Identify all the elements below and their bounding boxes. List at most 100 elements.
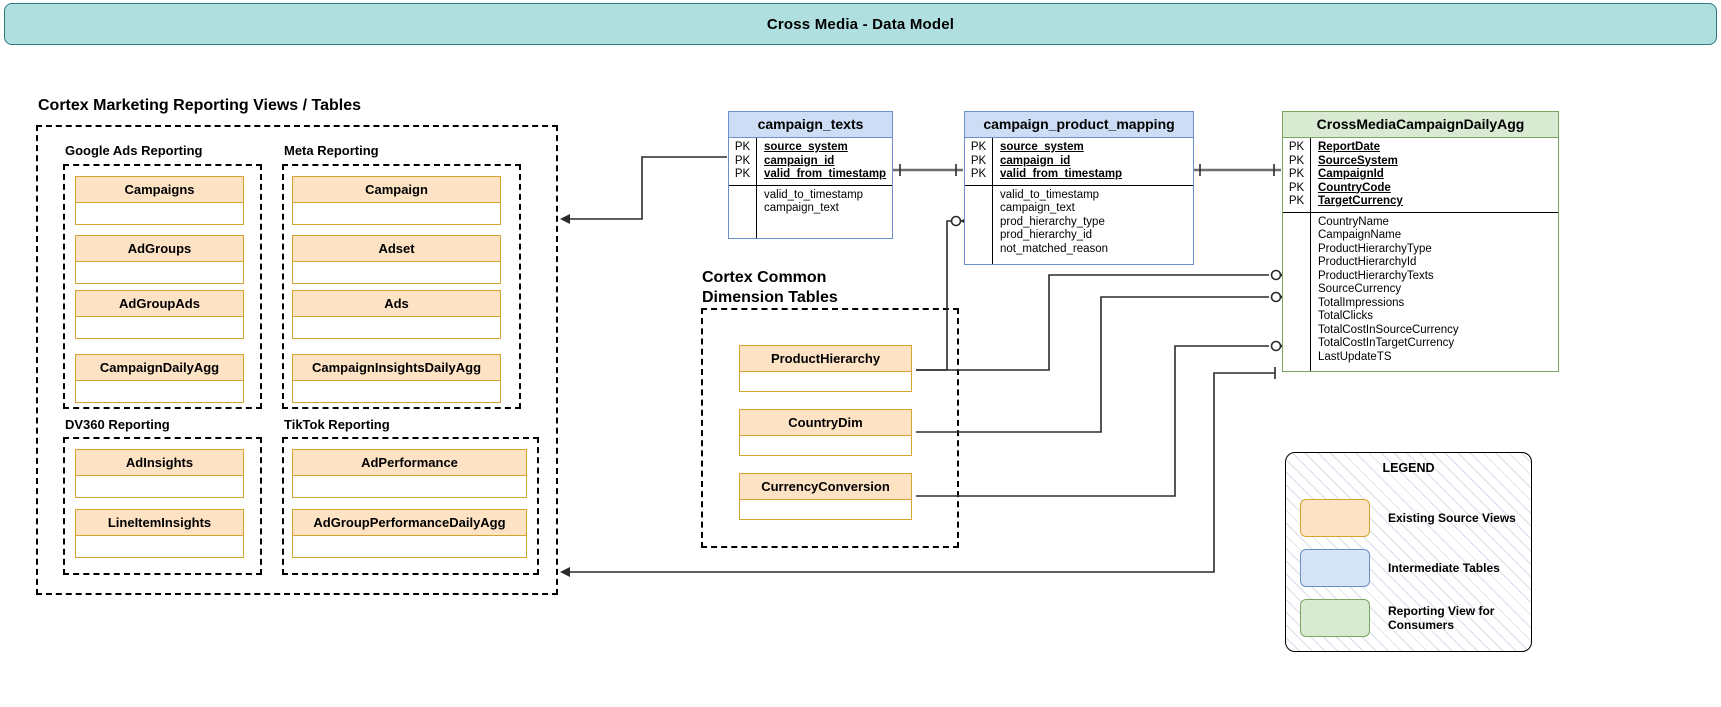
group-box-tiktok <box>282 437 539 575</box>
er-table-campaign-texts-name: campaign_texts <box>729 112 892 138</box>
attr-field: not_matched_reason <box>1000 242 1109 255</box>
pk-badge: PK <box>970 154 987 167</box>
er-table-campaign-product-mapping-attr-section: valid_to_timestamp campaign_text prod_hi… <box>965 185 1193 264</box>
pk-badge: PK <box>970 141 987 153</box>
er-table-campaign-product-mapping[interactable]: campaign_product_mapping PK PK PK source… <box>964 111 1194 265</box>
attr-field: SourceCurrency <box>1318 283 1402 295</box>
legend-swatch-orange <box>1300 499 1370 537</box>
pk-badge: PK <box>734 168 751 180</box>
reporting-views-container <box>36 125 558 595</box>
pk-field: source_system <box>764 141 848 153</box>
pk-badge: PK <box>1288 154 1305 167</box>
attr-field: prod_hierarchy_type <box>1000 215 1105 228</box>
legend-panel: LEGEND Existing Source Views Intermediat… <box>1285 452 1532 652</box>
entity-ads-title: Ads <box>293 291 500 317</box>
legend-label: Intermediate Tables <box>1388 561 1500 575</box>
entity-producthierarchy-title: ProductHierarchy <box>740 346 911 372</box>
attr-field: TotalCostInTargetCurrency <box>1318 337 1455 349</box>
attr-field-column: CountryName CampaignName ProductHierarch… <box>1311 213 1558 371</box>
pk-field: campaign_id <box>764 154 835 167</box>
attr-field: CountryName <box>1318 215 1389 228</box>
attr-field: valid_to_timestamp <box>764 188 864 201</box>
er-table-crossmedia-pk-section: PK PK PK PK PK ReportDate SourceSystem C… <box>1283 138 1558 213</box>
attr-field: TotalImpressions <box>1318 296 1405 309</box>
er-table-campaign-texts[interactable]: campaign_texts PK PK PK source_system ca… <box>728 111 893 239</box>
entity-campaigndailyagg-title: CampaignDailyAgg <box>76 355 243 381</box>
entity-adgroupads-title: AdGroupAds <box>76 291 243 317</box>
attr-field: ProductHierarchyTexts <box>1318 269 1434 282</box>
legend-swatch-blue <box>1300 549 1370 587</box>
pk-field: source_system <box>1000 141 1084 153</box>
pk-field: TargetCurrency <box>1318 195 1403 207</box>
legend-item-reporting-view: Reporting View for Consumers <box>1300 599 1494 637</box>
entity-campaign[interactable]: Campaign <box>292 176 501 225</box>
group-box-dv360 <box>63 437 262 575</box>
group-box-google-ads <box>63 164 262 409</box>
attr-field-column: valid_to_timestamp campaign_text prod_hi… <box>993 186 1193 264</box>
pk-field: SourceSystem <box>1318 154 1398 167</box>
legend-item-existing-source-views: Existing Source Views <box>1300 499 1516 537</box>
group-label-google-ads: Google Ads Reporting <box>65 143 203 158</box>
entity-campaigns-title: Campaigns <box>76 177 243 203</box>
attr-field: ProductHierarchyId <box>1318 256 1417 268</box>
legend-swatch-green <box>1300 599 1370 637</box>
group-label-meta: Meta Reporting <box>284 143 379 158</box>
attr-field: prod_hierarchy_id <box>1000 229 1093 241</box>
entity-countrydim[interactable]: CountryDim <box>739 409 912 456</box>
pk-badge: PK <box>970 168 987 180</box>
pk-badge: PK <box>734 141 751 153</box>
pk-badge: PK <box>1288 181 1305 194</box>
entity-adgroupads[interactable]: AdGroupAds <box>75 290 244 339</box>
er-table-crossmediacampaigndailyagg-name: CrossMediaCampaignDailyAgg <box>1283 112 1558 138</box>
attr-field: campaign_text <box>764 202 839 214</box>
attr-field: valid_to_timestamp <box>1000 188 1100 201</box>
er-table-campaign-product-mapping-name: campaign_product_mapping <box>965 112 1193 138</box>
entity-adinsights[interactable]: AdInsights <box>75 449 244 498</box>
entity-currencyconversion-title: CurrencyConversion <box>740 474 911 500</box>
legend-label: Existing Source Views <box>1388 511 1516 525</box>
entity-ads[interactable]: Ads <box>292 290 501 339</box>
pk-key-column: PK PK PK PK PK <box>1283 138 1311 212</box>
entity-adgroups-title: AdGroups <box>76 236 243 262</box>
er-table-crossmediacampaigndailyagg[interactable]: CrossMediaCampaignDailyAgg PK PK PK PK P… <box>1282 111 1559 372</box>
group-box-meta <box>282 164 521 409</box>
attr-field: campaign_text <box>1000 202 1075 214</box>
pk-field: valid_from_timestamp <box>1000 168 1123 180</box>
pk-field: CountryCode <box>1318 181 1391 194</box>
pk-field-column: source_system campaign_id valid_from_tim… <box>993 138 1193 185</box>
er-table-campaign-product-mapping-pk-section: PK PK PK source_system campaign_id valid… <box>965 138 1193 186</box>
entity-campaigninsightsdailyagg[interactable]: CampaignInsightsDailyAgg <box>292 354 501 403</box>
dimension-section-title: Cortex Common Dimension Tables <box>702 269 838 306</box>
attr-key-column <box>729 185 757 238</box>
entity-adgroupperformancedailyagg[interactable]: AdGroupPerformanceDailyAgg <box>292 509 527 558</box>
entity-currencyconversion[interactable]: CurrencyConversion <box>739 473 912 520</box>
pk-field-column: source_system campaign_id valid_from_tim… <box>757 138 892 185</box>
attr-field: LastUpdateTS <box>1318 350 1392 363</box>
attr-field-column: valid_to_timestamp campaign_text <box>757 186 892 238</box>
group-label-dv360: DV360 Reporting <box>65 417 170 432</box>
entity-producthierarchy[interactable]: ProductHierarchy <box>739 345 912 392</box>
entity-adgroups[interactable]: AdGroups <box>75 235 244 284</box>
entity-adset[interactable]: Adset <box>292 235 501 284</box>
legend-label: Reporting View for Consumers <box>1388 604 1495 632</box>
entity-campaigns[interactable]: Campaigns <box>75 176 244 225</box>
entity-adinsights-title: AdInsights <box>76 450 243 476</box>
er-table-campaign-texts-pk-section: PK PK PK source_system campaign_id valid… <box>729 138 892 186</box>
diagram-title: Cross Media - Data Model <box>766 15 955 33</box>
pk-key-column: PK PK PK <box>729 138 757 185</box>
diagram-title-banner: Cross Media - Data Model <box>4 3 1717 45</box>
entity-lineiteminsights[interactable]: LineItemInsights <box>75 509 244 558</box>
group-label-tiktok: TikTok Reporting <box>284 417 390 432</box>
legend-title: LEGEND <box>1382 461 1435 475</box>
attr-field: TotalClicks <box>1318 310 1373 322</box>
entity-countrydim-title: CountryDim <box>740 410 911 436</box>
er-table-crossmedia-attr-section: CountryName CampaignName ProductHierarch… <box>1283 212 1558 371</box>
er-table-campaign-texts-attr-section: valid_to_timestamp campaign_text <box>729 185 892 238</box>
entity-adperformance[interactable]: AdPerformance <box>292 449 527 498</box>
pk-badge: PK <box>1288 195 1305 207</box>
pk-field: campaign_id <box>1000 154 1071 167</box>
pk-key-column: PK PK PK <box>965 138 993 185</box>
entity-campaigndailyagg[interactable]: CampaignDailyAgg <box>75 354 244 403</box>
attr-field: CampaignName <box>1318 229 1402 241</box>
pk-field: CampaignId <box>1318 168 1384 180</box>
